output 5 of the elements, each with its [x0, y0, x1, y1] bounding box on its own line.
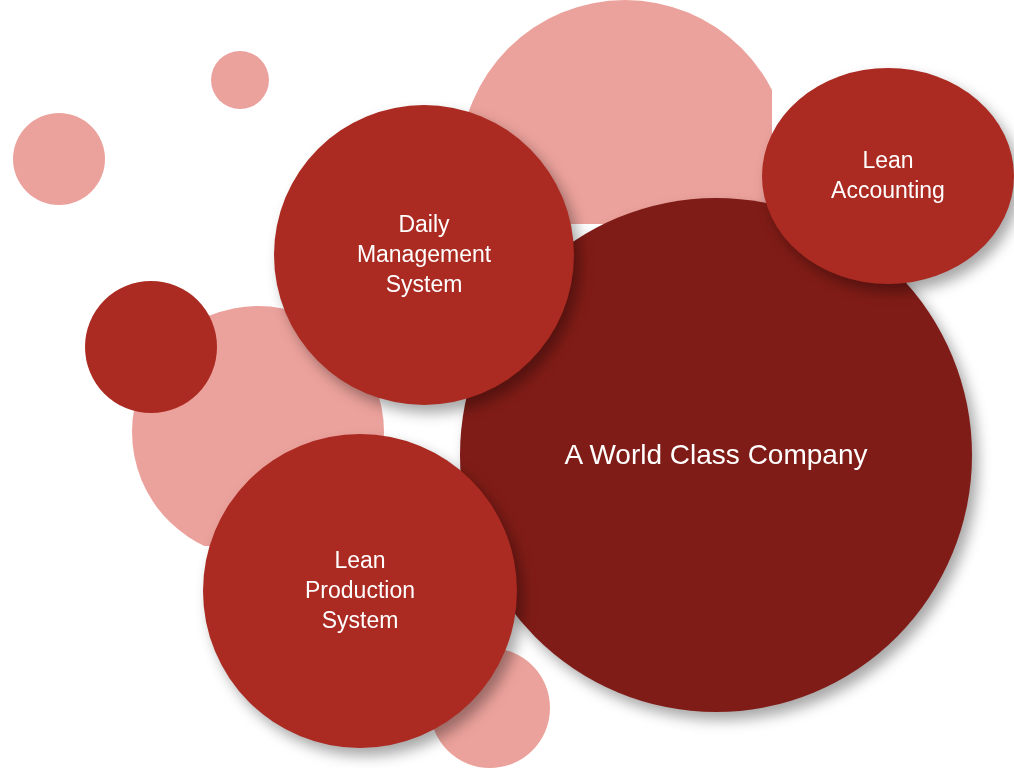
- circle-label: Lean Production System: [304, 546, 416, 635]
- circle-label: A World Class Company: [564, 437, 868, 472]
- circle-label: Daily Management System: [355, 210, 493, 299]
- circle-shape: [211, 51, 269, 109]
- circle-label: Lean Accounting: [830, 146, 946, 205]
